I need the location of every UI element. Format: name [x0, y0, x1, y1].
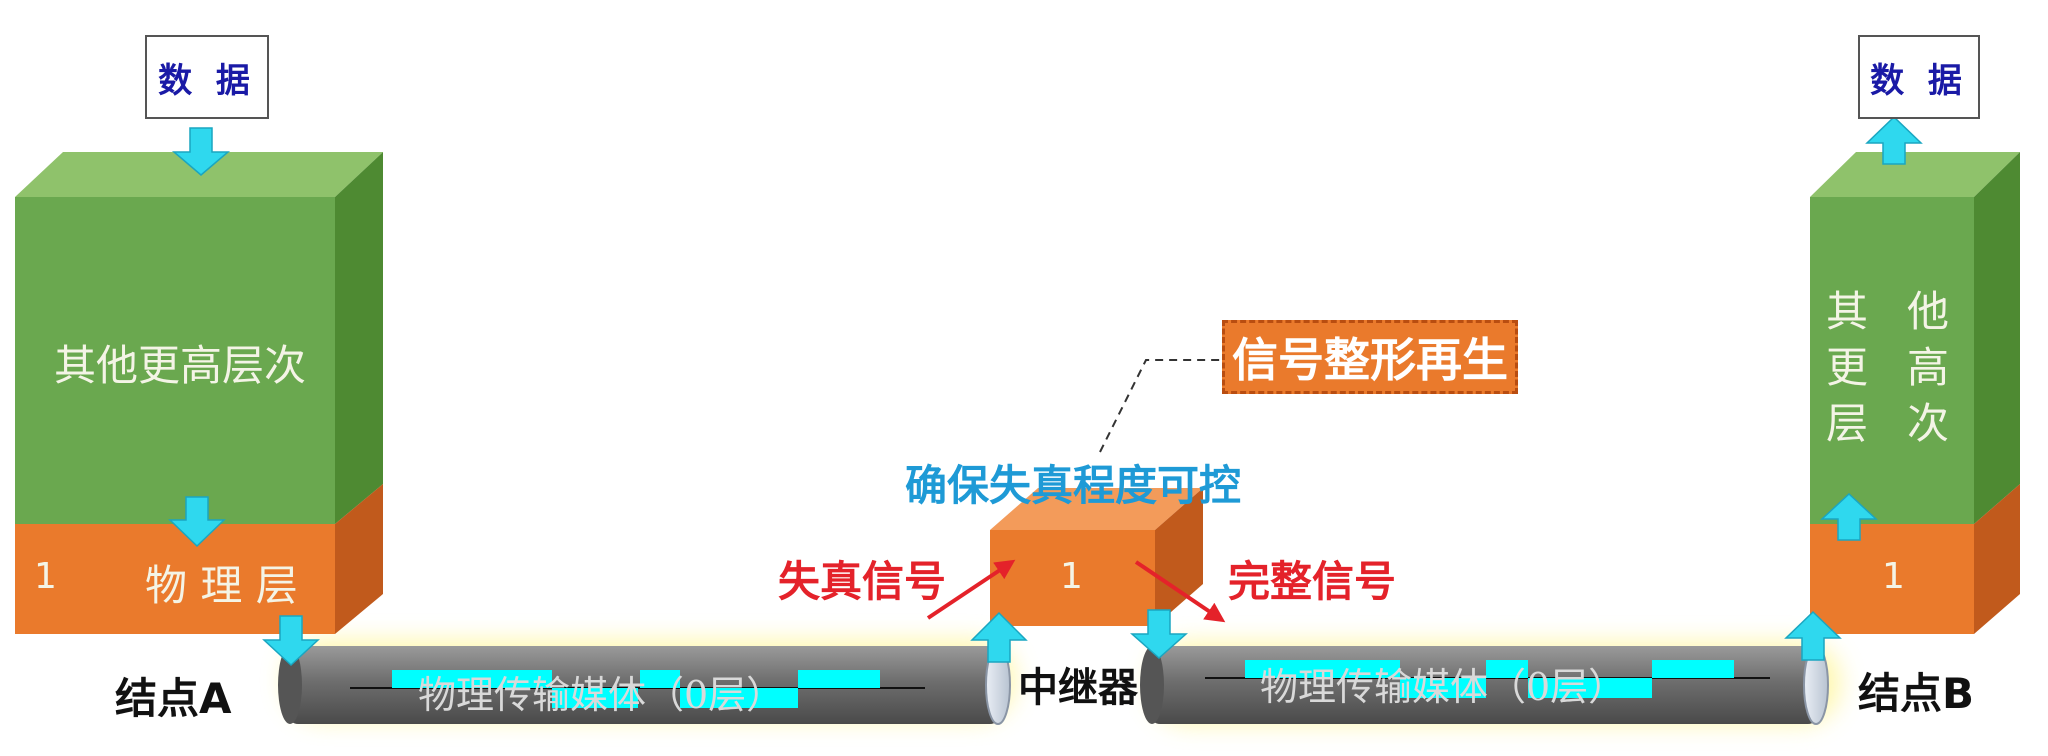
node-b-upper-col2: 他 高 次	[1907, 284, 1949, 452]
signal-wave-left	[392, 670, 880, 708]
node-b-upper-char: 次	[1907, 399, 1950, 448]
repeater-top	[990, 488, 1203, 530]
signal-pulse	[1652, 660, 1734, 678]
arrow-down-icon	[168, 496, 226, 548]
node-b-green-front	[1810, 197, 1974, 524]
node-b-upper-char: 层	[1826, 399, 1869, 448]
arrow-up-icon	[970, 611, 1028, 663]
signal-pulse	[1528, 678, 1652, 698]
signal-pulse	[680, 688, 798, 708]
node-b-green-top	[1810, 152, 2020, 197]
repeater-caption: 确保失真程度可控	[905, 461, 1242, 510]
signal-pulse	[392, 670, 552, 688]
node-b-upper-col1: 其 更 层	[1826, 284, 1868, 452]
arrow-down-icon	[262, 615, 320, 667]
signal-pulse	[1486, 660, 1528, 678]
arrow-up-icon	[1820, 492, 1878, 541]
distorted-signal-label: 失真信号	[778, 557, 947, 606]
node-a-data-label: 数 据	[158, 60, 256, 101]
node-b-upper-char: 其	[1826, 287, 1869, 336]
node-b-green-side	[1974, 152, 2020, 524]
node-b-orange-side	[1974, 484, 2020, 634]
repeater-function-label: 信号整形再生	[1232, 333, 1508, 387]
node-a-green-front	[15, 197, 335, 524]
node-b-data-box: 数 据	[1858, 35, 1980, 119]
repeater-side	[1155, 488, 1203, 626]
node-a-orange-side	[335, 484, 383, 634]
repeater-num: 1	[1060, 556, 1083, 597]
node-b-upper-char: 高	[1907, 343, 1950, 392]
signal-pulse	[798, 670, 880, 688]
node-a-green-side	[335, 152, 383, 524]
node-b-upper-char: 更	[1826, 343, 1869, 392]
node-b-stack	[1810, 152, 2020, 634]
signal-wave-right	[1245, 660, 1734, 698]
repeater-function-box: 信号整形再生	[1222, 320, 1518, 394]
node-b-physical-num: 1	[1882, 556, 1905, 597]
repeater-name: 中继器	[1018, 665, 1138, 711]
arrow-down-icon	[171, 127, 231, 176]
node-b-orange-front	[1810, 524, 1974, 634]
signal-pulse	[1245, 660, 1400, 678]
signal-pulse	[1400, 678, 1486, 698]
repeater-front	[990, 530, 1155, 626]
node-a-name: 结点A	[115, 674, 232, 723]
complete-signal-label: 完整信号	[1228, 557, 1397, 606]
node-b-data-label: 数 据	[1870, 60, 1968, 101]
callout-leader-line	[1099, 359, 1222, 453]
node-a-physical-label: 物 理 层	[145, 561, 298, 610]
node-a-upper-layers-label: 其他更高层次	[53, 341, 306, 390]
complete-signal-arrow	[1134, 560, 1226, 623]
signal-pulse	[552, 688, 638, 708]
signal-pulse	[640, 670, 680, 688]
node-a-data-box: 数 据	[145, 35, 269, 119]
repeater-cube	[990, 488, 1203, 626]
arrow-down-icon	[1130, 609, 1188, 660]
cable-right-label: 物理传输媒体（0层）	[1260, 665, 1627, 709]
node-b-name: 结点B	[1858, 669, 1975, 718]
cable-left-label: 物理传输媒体（0层）	[418, 673, 785, 717]
distorted-signal-arrow	[926, 559, 1016, 620]
node-a-stack	[15, 152, 383, 634]
arrow-up-icon	[1784, 610, 1842, 661]
node-a-physical-num: 1	[34, 556, 57, 597]
node-a-green-top	[15, 152, 383, 197]
arrow-up-icon	[1865, 115, 1923, 165]
node-b-upper-char: 他	[1907, 287, 1950, 336]
